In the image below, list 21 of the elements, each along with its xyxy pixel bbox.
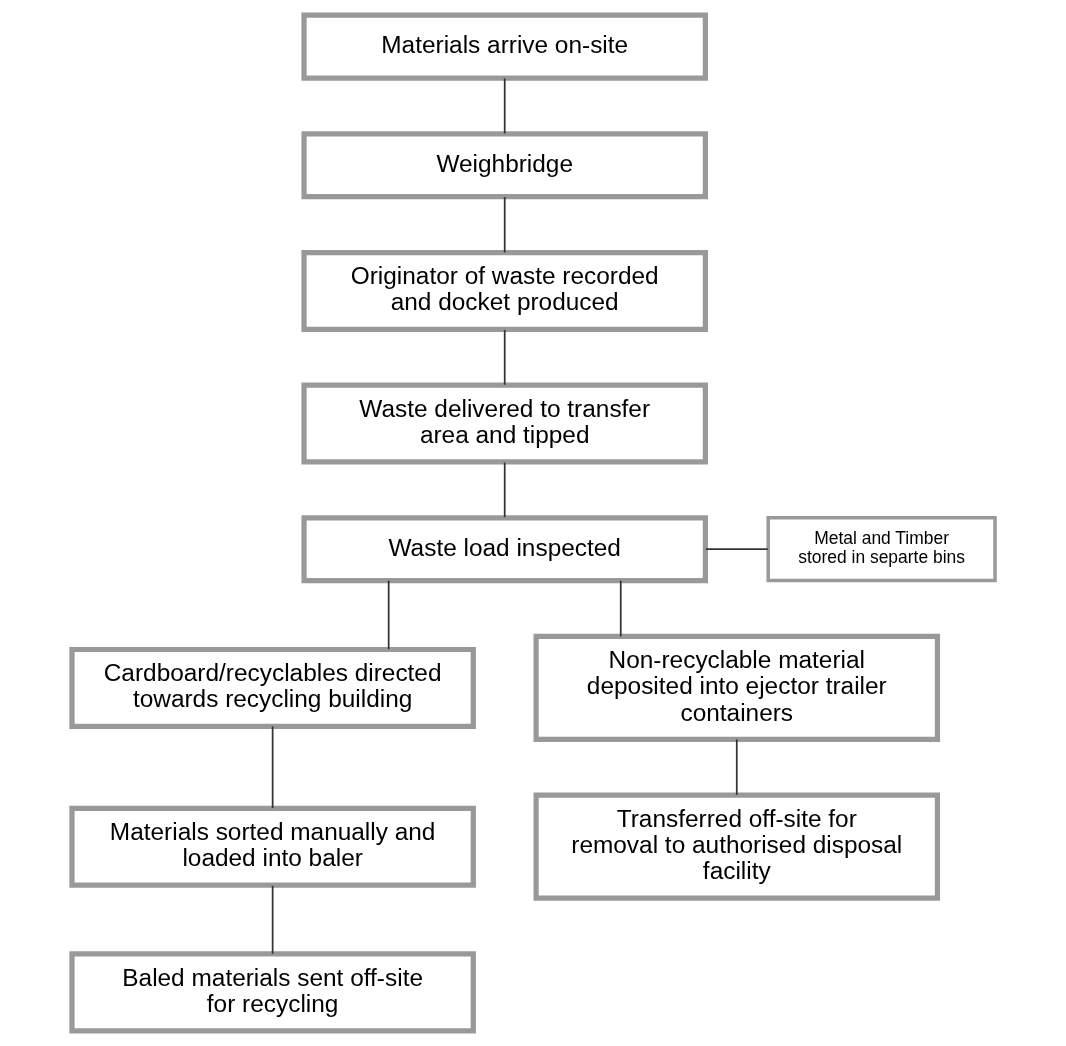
connector <box>503 461 506 519</box>
connector <box>619 579 622 638</box>
connector <box>704 548 769 551</box>
node-box: Non-recyclable material deposited into ejector trailer containers <box>533 633 940 742</box>
connector <box>271 884 273 955</box>
node-box: Originator of waste recorded and docket produced <box>300 249 708 332</box>
node-box: Waste load inspected <box>300 515 708 584</box>
node-box: Cardboard/recyclables directed towards recycling building <box>68 646 476 729</box>
node-box: Weighbridge <box>300 131 708 200</box>
node-box: Metal and Timber stored in separte bins <box>765 516 997 583</box>
node-box: Waste delivered to transfer area and tipped <box>300 382 708 465</box>
connector <box>271 725 273 809</box>
node-box: Baled materials sent off-site for recycling <box>68 951 476 1034</box>
connector <box>503 77 506 135</box>
connector <box>735 738 738 796</box>
connector <box>503 196 506 254</box>
node-box: Materials sorted manually and loaded into baler <box>68 805 476 888</box>
node-box: Transferred off-site for removal to authorised disposal facility <box>533 792 940 901</box>
node-box: Materials arrive on-site <box>300 12 708 81</box>
connector <box>387 579 390 650</box>
connector <box>503 329 506 386</box>
